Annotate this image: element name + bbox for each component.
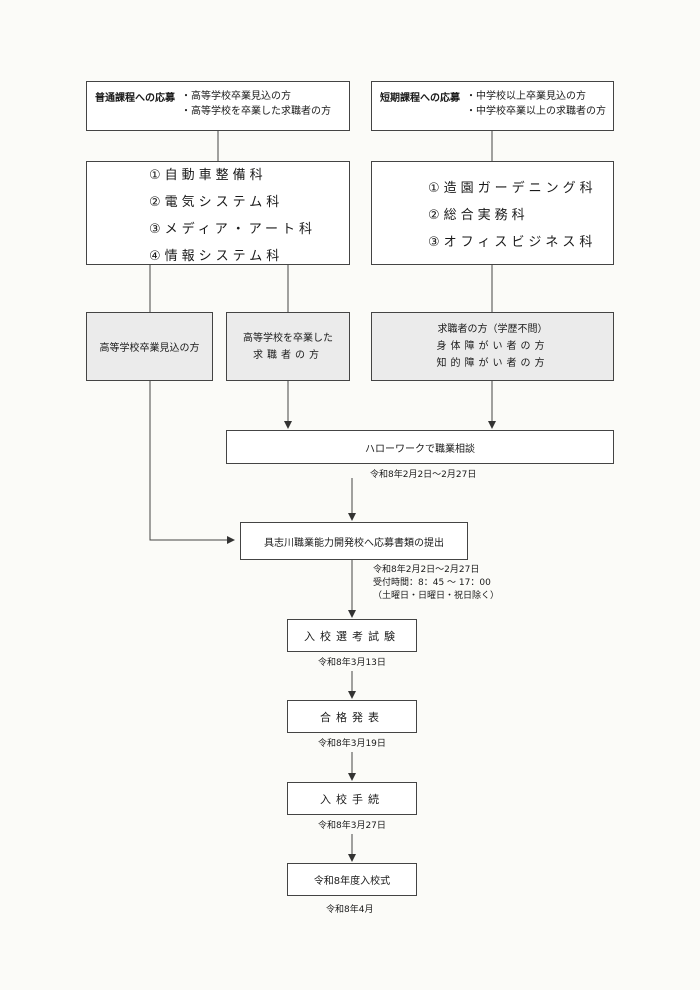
applicant-hs-graduate: 高等学校を卒業した 求職者の方 — [226, 312, 350, 381]
step-entrance-exam: 入校選考試験 — [287, 619, 417, 652]
applicant-hs-expected-label: 高等学校卒業見込の方 — [99, 343, 200, 354]
course-electrical: ②電気システム科 — [149, 195, 284, 210]
applicant-physical-disability: 身体障がい者の方 — [436, 341, 549, 352]
applicant-intellectual-disability: 知的障がい者の方 — [436, 358, 549, 369]
submit-period: 令和8年2月2日～2月27日 — [373, 565, 480, 575]
step-hello-work-label: ハローワークで職業相談 — [365, 443, 475, 455]
step-result-announcement-label: 合格発表 — [320, 710, 384, 724]
submit-hours: 受付時間：8：45 ～ 17：00 — [373, 578, 491, 588]
step-submit-application: 具志川職業能力開発校へ応募書類の提出 — [240, 522, 468, 560]
general-course-eligibility-2: ・高等学校を卒業した求職者の方 — [181, 106, 331, 117]
applicant-job-seekers: 求職者の方（学歴不問） 身体障がい者の方 知的障がい者の方 — [371, 312, 614, 381]
course-landscape-gardening: ①造園ガーデニング科 — [428, 181, 597, 196]
step-entrance-ceremony: 令和8年度入校式 — [287, 863, 417, 896]
course-office-business: ③オフィスビジネス科 — [428, 235, 597, 250]
course-media-art: ③メディア・アート科 — [149, 222, 316, 237]
procedure-date: 令和8年3月27日 — [318, 821, 386, 831]
ceremony-date: 令和8年4月 — [326, 905, 374, 915]
submit-exclusions: （土曜日・日曜日・祝日除く） — [373, 591, 500, 601]
course-information: ④情報システム科 — [149, 249, 284, 264]
short-course-eligibility-1: ・中学校以上卒業見込の方 — [466, 91, 586, 102]
step-entrance-ceremony-label: 令和8年度入校式 — [313, 876, 391, 887]
short-course-header: 短期課程への応募 ・中学校以上卒業見込の方 ・中学校卒業以上の求職者の方 — [371, 81, 614, 131]
short-course-title: 短期課程への応募 — [380, 93, 460, 104]
applicant-hs-graduate-line1: 高等学校を卒業した — [243, 332, 333, 344]
step-hello-work: ハローワークで職業相談 — [226, 430, 614, 464]
short-course-eligibility-2: ・中学校卒業以上の求職者の方 — [466, 106, 606, 117]
hello-work-period: 令和8年2月2日～2月27日 — [370, 470, 477, 480]
submit-notes: 令和8年2月2日～2月27日 受付時間：8：45 ～ 17：00 （土曜日・日曜… — [373, 564, 499, 603]
step-submit-application-label: 具志川職業能力開発校へ応募書類の提出 — [264, 537, 444, 549]
short-course-list: ①造園ガーデニング科 ②総合実務科 ③オフィスビジネス科 — [371, 161, 614, 265]
result-date: 令和8年3月19日 — [318, 739, 386, 749]
course-general-practice: ②総合実務科 — [428, 208, 529, 223]
general-course-title: 普通課程への応募 — [95, 93, 175, 104]
arrow-hs-expected-submit — [149, 381, 235, 544]
general-course-list: ①自動車整備科 ②電気システム科 ③メディア・アート科 ④情報システム科 — [86, 161, 350, 265]
applicant-hs-expected: 高等学校卒業見込の方 — [86, 312, 213, 381]
applicant-job-seekers-line1: 求職者の方（学歴不問） — [437, 324, 548, 335]
step-admission-procedure: 入校手続 — [287, 782, 417, 815]
course-automotive: ①自動車整備科 — [149, 168, 267, 183]
step-entrance-exam-label: 入校選考試験 — [304, 629, 400, 643]
general-course-eligibility-1: ・高等学校卒業見込の方 — [181, 91, 291, 102]
step-admission-procedure-label: 入校手続 — [320, 792, 384, 806]
exam-date: 令和8年3月13日 — [318, 658, 386, 668]
step-result-announcement: 合格発表 — [287, 700, 417, 733]
general-course-header: 普通課程への応募 ・高等学校卒業見込の方 ・高等学校を卒業した求職者の方 — [86, 81, 350, 131]
applicant-hs-graduate-line2: 求職者の方 — [253, 349, 323, 361]
